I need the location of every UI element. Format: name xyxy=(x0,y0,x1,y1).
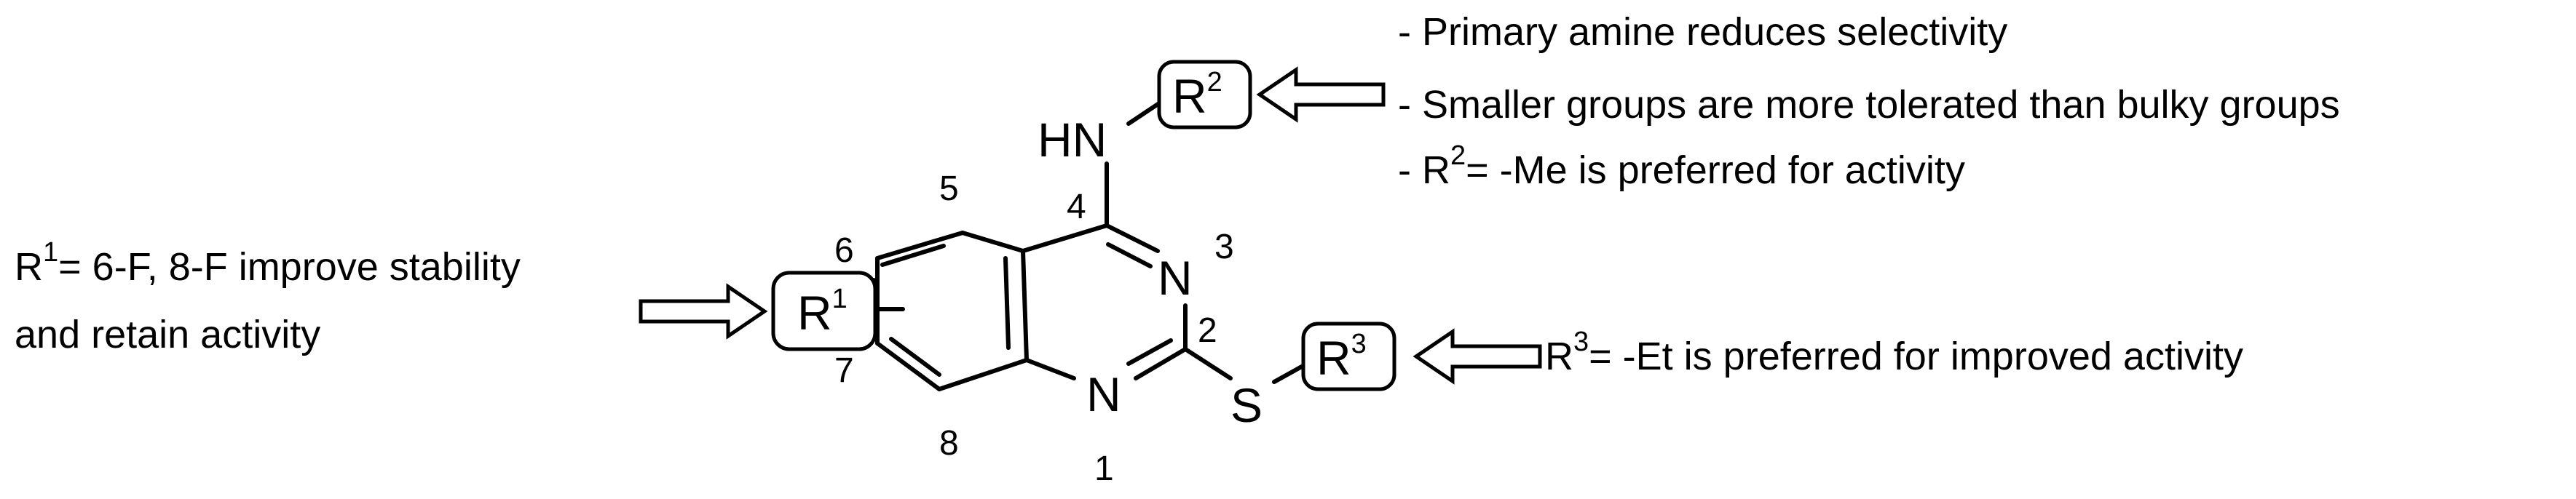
arrow-r1-note xyxy=(639,283,768,340)
bond-c2-n1-double xyxy=(1126,338,1173,366)
position-number-6: 6 xyxy=(834,231,854,270)
arrow-r3-note xyxy=(1413,328,1542,385)
substituent-r3-box xyxy=(1301,322,1396,391)
atom-label-n3: N xyxy=(1158,251,1193,305)
bond-c6-c7 xyxy=(875,341,941,391)
bond-c7-c8a xyxy=(937,358,1029,391)
r2-note-methyl-preferred: - R2= -Me is preferred for activity xyxy=(1398,140,1965,192)
r2-note-smaller-groups: - Smaller groups are more tolerated than… xyxy=(1398,83,2340,127)
bond-c4-n3-double xyxy=(1106,242,1153,268)
bond-c4a-c5 xyxy=(875,231,965,260)
position-number-7: 7 xyxy=(834,351,854,390)
substituent-r1-label: R1 xyxy=(797,284,848,340)
atom-label-hn: HN xyxy=(1038,113,1107,167)
position-number-1: 1 xyxy=(1094,450,1114,488)
atom-label-s: S xyxy=(1230,378,1263,432)
bond-nh-r2 xyxy=(1126,100,1163,126)
bond-c2-n1 xyxy=(1134,347,1188,380)
substituent-r2: R2 xyxy=(1157,60,1252,129)
substituent-r2-label: R2 xyxy=(1172,67,1222,123)
bond-c7-c8-double xyxy=(889,337,941,377)
bond-c8a-c4a xyxy=(1021,249,1029,362)
substituent-r2-box xyxy=(1157,60,1252,129)
arrow-r2-note xyxy=(1256,66,1386,123)
bond-n1-c8a xyxy=(1024,358,1076,380)
bond-c4-n3 xyxy=(1105,223,1160,253)
bond-c2-s xyxy=(1183,347,1233,380)
bond-c4a-c4 xyxy=(1021,223,1109,253)
position-number-5: 5 xyxy=(939,169,959,208)
r2-note-primary-amine: - Primary amine reduces selectivity xyxy=(1398,10,2007,54)
r1-note-line-1: R1= 6-F, 8-F improve stability xyxy=(15,237,521,289)
substituent-r3-label: R3 xyxy=(1316,329,1367,385)
r3-note-ethyl-preferred: R3= -Et is preferred for improved activi… xyxy=(1545,327,2243,378)
position-number-2: 2 xyxy=(1198,311,1217,350)
position-number-4: 4 xyxy=(1067,188,1086,226)
bond-c5-c4a xyxy=(960,231,1025,253)
position-number-3: 3 xyxy=(1214,228,1234,266)
bond-c4a-c8a-double xyxy=(1003,256,1011,350)
substituent-r1-box xyxy=(771,271,877,351)
bond-c5-c6-double xyxy=(880,244,946,267)
substituent-r3: R3 xyxy=(1301,322,1396,391)
substituent-r1: R1 xyxy=(771,271,877,351)
position-number-8: 8 xyxy=(939,424,959,463)
atom-label-n1: N xyxy=(1086,367,1121,421)
r1-note-line-2: and retain activity xyxy=(15,313,320,356)
